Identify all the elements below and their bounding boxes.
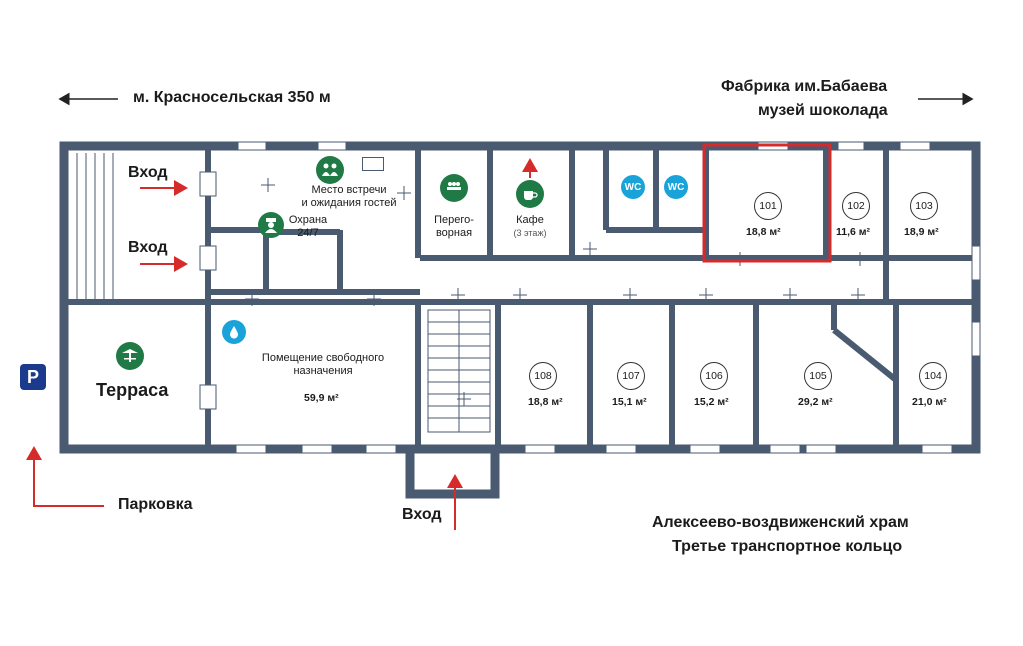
room-105-area: 29,2 м² — [798, 396, 833, 408]
room-104-area: 21,0 м² — [912, 396, 947, 408]
cafe-line1: Кафе — [516, 214, 544, 226]
entrance-label-top: Вход — [128, 164, 168, 181]
security-line2: 24/7 — [297, 227, 319, 239]
central-stairs — [427, 309, 491, 433]
terrace-table-icon — [116, 342, 144, 370]
coffee-cup-icon — [516, 180, 544, 208]
negotiation-label: Перего- ворная — [426, 214, 482, 240]
entrance-label-mid: Вход — [128, 239, 168, 256]
door-markers — [245, 178, 867, 406]
factory-label-line1: Фабрика им.Бабаева — [721, 78, 888, 95]
room-101-highlight — [702, 143, 832, 263]
free-room-line1: Помещение свободного — [261, 352, 385, 364]
room-101-number: 101 — [754, 192, 782, 220]
free-room-label: Помещение свободного назначения — [252, 352, 394, 378]
room-103-number: 103 — [910, 192, 938, 220]
water-drop-icon — [222, 320, 246, 344]
terrace-label: Терраса — [96, 380, 169, 400]
wc-icon-1: WC — [621, 175, 645, 199]
room-105-number: 105 — [804, 362, 832, 390]
room-106-number: 106 — [700, 362, 728, 390]
parking-arrow — [26, 446, 104, 507]
entrance-label-bottom: Вход — [402, 506, 442, 523]
factory-label-line2: музей шоколада — [758, 102, 888, 119]
room-107-number: 107 — [617, 362, 645, 390]
room-108-area: 18,8 м² — [528, 396, 563, 408]
cafe-label: Кафе (3 этаж) — [506, 214, 554, 240]
room-102-area: 11,6 м² — [836, 226, 871, 238]
building-walls — [59, 141, 981, 499]
negotiation-line2: ворная — [435, 227, 473, 239]
church-label: Алексеево-воздвиженский храм — [652, 514, 909, 531]
parking-sign: P — [20, 364, 46, 390]
room-101-area: 18,8 м² — [746, 226, 781, 238]
room-104-number: 104 — [919, 362, 947, 390]
security-guard-icon — [258, 212, 284, 238]
room-108-number: 108 — [529, 362, 557, 390]
room-103-area: 18,9 м² — [904, 226, 939, 238]
room-102-number: 102 — [842, 192, 870, 220]
windows — [199, 141, 981, 454]
meeting-place-line2: и ожидания гостей — [301, 197, 397, 209]
parking-label: Парковка — [118, 496, 193, 513]
security-line1: Охрана — [288, 214, 328, 226]
left-stairs — [67, 153, 114, 300]
sofa-icon — [362, 157, 384, 171]
room-106-area: 15,2 м² — [694, 396, 729, 408]
cafe-floor-note: (3 этаж) — [513, 228, 547, 238]
meeting-place-label: Место встречи и ожидания гостей — [294, 184, 404, 210]
free-room-line2: назначения — [293, 365, 353, 377]
metro-label: м. Красносельская 350 м — [133, 89, 331, 106]
ring-road-label: Третье транспортное кольцо — [672, 538, 903, 555]
meeting-place-line1: Место встречи — [311, 184, 387, 196]
negotiation-icon — [440, 174, 468, 202]
meeting-people-icon — [316, 156, 344, 184]
free-room-area: 59,9 м² — [304, 392, 339, 404]
security-label: Охрана 24/7 — [286, 214, 330, 240]
room-107-area: 15,1 м² — [612, 396, 647, 408]
wc-icon-2: WC — [664, 175, 688, 199]
negotiation-line1: Перего- — [434, 214, 474, 226]
